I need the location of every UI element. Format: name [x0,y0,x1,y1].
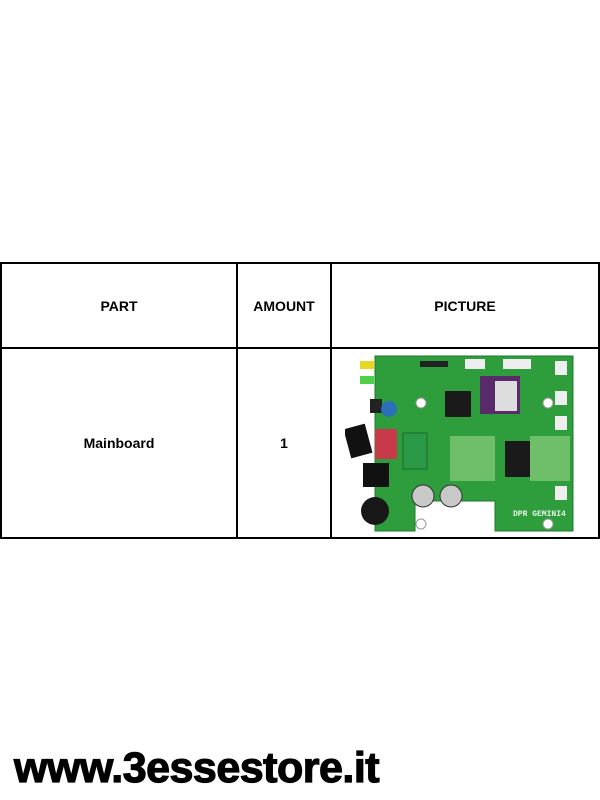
board-label: DPR GEMINI4 [513,510,566,519]
table-header-row: PART AMOUNT PICTURE [0,262,600,349]
header-amount: AMOUNT [236,262,332,349]
website-url: www.3essestore.it [13,743,380,792]
amount-cell: 1 [236,347,332,539]
parts-table: PART AMOUNT PICTURE Mainboard 1 [0,262,600,539]
mainboard-image: DPR GEMINI4 [345,355,574,531]
part-cell: Mainboard [0,347,238,539]
table-row: Mainboard 1 [0,347,600,539]
picture-cell: DPR GEMINI4 [330,347,600,539]
header-picture: PICTURE [330,262,600,349]
header-part: PART [0,262,238,349]
